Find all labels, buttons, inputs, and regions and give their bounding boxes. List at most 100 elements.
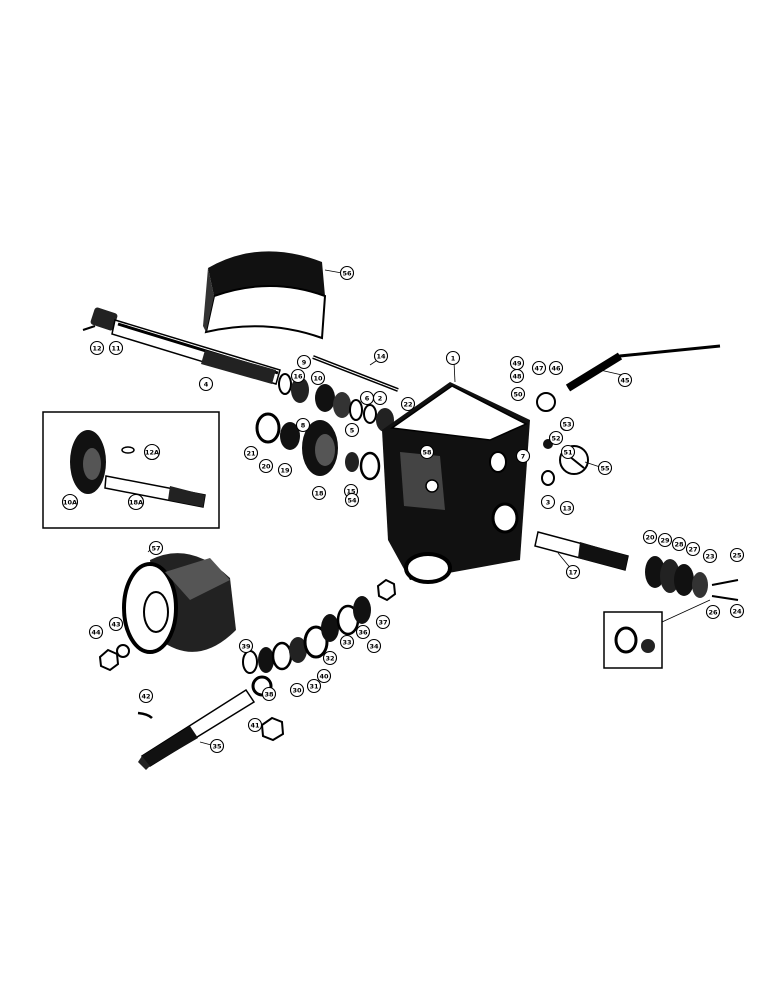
shift-rod	[312, 355, 399, 392]
callout-text: 8	[301, 422, 306, 430]
callout-circle	[209, 738, 225, 754]
callout-text: 24	[732, 608, 742, 616]
callout-9: 9	[296, 354, 312, 370]
callout-51: 51	[560, 444, 576, 460]
callout-circle	[295, 417, 311, 433]
callout-text: 36	[358, 629, 368, 637]
callout-50: 50	[510, 386, 526, 402]
callout-circle	[559, 500, 575, 516]
transmission-housing	[382, 382, 530, 584]
callout-text: 33	[342, 639, 351, 647]
callout-text: 19	[280, 467, 290, 475]
callout-text: 53	[562, 421, 571, 429]
callout-text: 32	[325, 655, 334, 663]
callout-text: 50	[513, 391, 523, 399]
callout-text: 5	[350, 427, 355, 435]
callout-16: 16	[290, 368, 306, 384]
callout-circle	[445, 350, 461, 366]
callout-57: 57	[148, 540, 164, 556]
callout-text: 16	[293, 373, 303, 381]
callout-text: 20	[645, 534, 655, 542]
callout-text: 21	[246, 450, 256, 458]
callout-17: 17	[565, 564, 581, 580]
output-shaft-right	[534, 531, 739, 669]
callout-text: 22	[403, 401, 412, 409]
callout-text: 58	[422, 449, 432, 457]
callout-circle	[705, 604, 721, 620]
nuts-left	[98, 644, 130, 672]
callout-circle	[729, 603, 745, 619]
callout-text: 40	[319, 673, 329, 681]
callout-circle	[373, 348, 389, 364]
callout-circle	[198, 376, 214, 392]
callout-text: 17	[568, 569, 577, 577]
callout-35: 35	[209, 738, 225, 754]
callout-circle	[238, 638, 254, 654]
callout-circle	[311, 485, 327, 501]
callout-3: 3	[540, 494, 556, 510]
callout-12: 12	[89, 340, 105, 356]
callout-text: 1	[451, 355, 456, 363]
callout-45: 45	[617, 372, 633, 388]
callout-2: 2	[372, 390, 388, 406]
callout-7: 7	[515, 448, 531, 464]
callout-circle	[247, 717, 263, 733]
callout-circle	[289, 682, 305, 698]
callout-text: 44	[91, 629, 101, 637]
callout-text: 42	[141, 693, 150, 701]
callout-text: 29	[660, 537, 670, 545]
callout-22: 22	[400, 396, 416, 412]
callout-text: 11	[111, 345, 121, 353]
callout-circle	[108, 616, 124, 632]
callout-6: 6	[359, 390, 375, 406]
callout-circle	[597, 460, 613, 476]
callout-text: 18A	[129, 499, 143, 507]
callout-circle	[108, 340, 124, 356]
callout-circle	[61, 493, 79, 511]
callout-18a: 18A	[127, 493, 145, 511]
callout-text: 39	[241, 643, 251, 651]
callout-text: 12	[92, 345, 101, 353]
callout-4: 4	[198, 376, 214, 392]
callout-38: 38	[261, 686, 277, 702]
callout-circle	[400, 396, 416, 412]
pto-output-shaft	[137, 688, 256, 770]
callout-circle	[366, 638, 382, 654]
callout-text: 13	[562, 505, 571, 513]
callout-circle	[702, 548, 718, 564]
callout-circle	[306, 678, 322, 694]
callout-23: 23	[702, 548, 718, 564]
callout-text: 20	[261, 463, 271, 471]
callout-circle	[419, 444, 435, 460]
callout-text: 9	[302, 359, 307, 367]
callout-circle	[617, 372, 633, 388]
callout-circle	[310, 370, 326, 386]
callout-19: 19	[277, 462, 293, 478]
callout-20: 20	[642, 529, 658, 545]
callout-52: 52	[548, 430, 564, 446]
callout-18: 18	[311, 485, 327, 501]
callout-circle	[685, 541, 701, 557]
callout-21: 21	[243, 445, 259, 461]
callout-circle	[88, 624, 104, 640]
callout-text: 38	[264, 691, 274, 699]
callout-circle	[322, 650, 338, 666]
callout-25: 25	[729, 547, 745, 563]
callout-26: 26	[705, 604, 721, 620]
callout-circle	[510, 386, 526, 402]
callout-text: 4	[204, 381, 209, 389]
input-shaft	[82, 307, 281, 385]
callout-text: 25	[732, 552, 742, 560]
callout-text: 45	[620, 377, 630, 385]
callout-text: 2	[378, 395, 383, 403]
callout-circle	[243, 445, 259, 461]
callout-circle	[540, 494, 556, 510]
callout-text: 56	[342, 270, 352, 278]
shield-guard	[203, 251, 327, 340]
callout-text: 15	[346, 488, 356, 496]
callout-circle	[642, 529, 658, 545]
callout-circle	[657, 532, 673, 548]
